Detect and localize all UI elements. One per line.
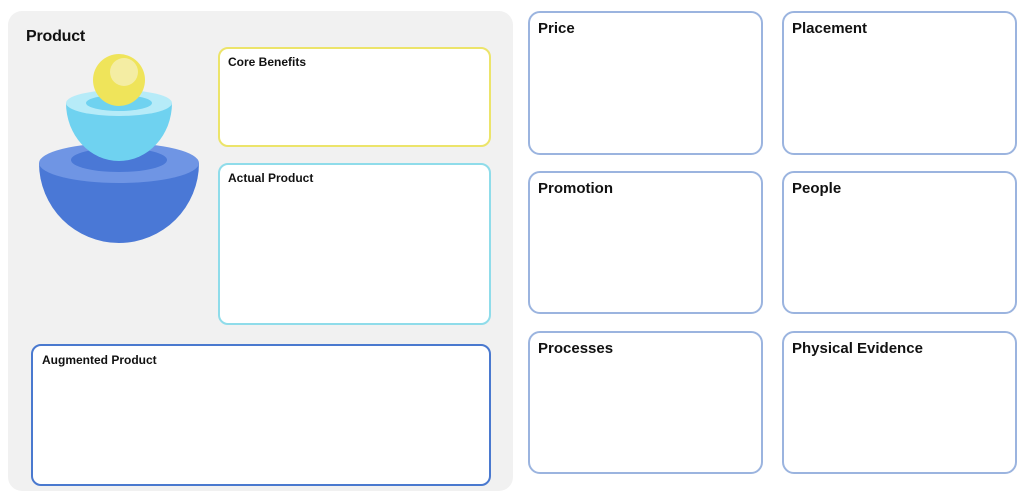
price-label: Price bbox=[538, 20, 575, 37]
layered-bowls-icon bbox=[39, 54, 199, 243]
price-box[interactable]: Price bbox=[528, 11, 763, 155]
actual-product-label: Actual Product bbox=[228, 171, 314, 185]
promotion-box[interactable]: Promotion bbox=[528, 171, 763, 314]
physical-evidence-box[interactable]: Physical Evidence bbox=[782, 331, 1017, 474]
promotion-label: Promotion bbox=[538, 180, 613, 197]
augmented-product-box[interactable]: Augmented Product bbox=[31, 344, 491, 486]
product-panel: Product Core Benefits Actual Product Aug… bbox=[8, 11, 513, 491]
placement-box[interactable]: Placement bbox=[782, 11, 1017, 155]
core-benefits-label: Core Benefits bbox=[228, 55, 307, 69]
people-label: People bbox=[792, 180, 842, 197]
actual-product-box[interactable]: Actual Product bbox=[218, 163, 491, 325]
product-title: Product bbox=[26, 28, 86, 45]
core-benefits-box[interactable]: Core Benefits bbox=[218, 47, 491, 147]
processes-box[interactable]: Processes bbox=[528, 331, 763, 474]
physical-evidence-label: Physical Evidence bbox=[792, 340, 923, 357]
people-box[interactable]: People bbox=[782, 171, 1017, 314]
processes-label: Processes bbox=[538, 340, 614, 357]
placement-label: Placement bbox=[792, 20, 868, 37]
augmented-product-label: Augmented Product bbox=[42, 353, 157, 367]
outer-bowl-shape bbox=[39, 143, 199, 243]
core-sphere-shape bbox=[93, 54, 145, 106]
